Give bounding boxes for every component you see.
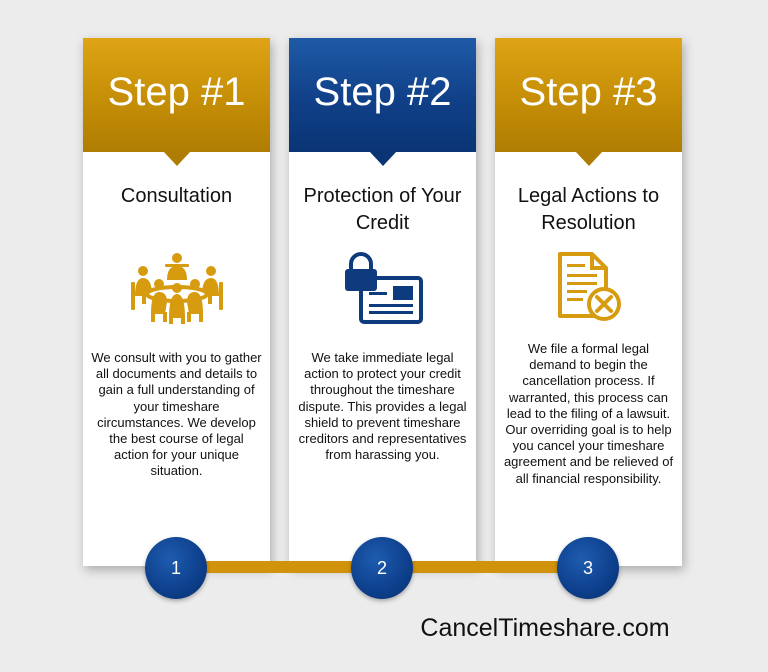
step-title: Step #2 xyxy=(313,70,452,114)
step-subtitle: Legal Actions to Resolution xyxy=(517,185,660,234)
locked-credit-card-icon xyxy=(289,252,476,326)
step-number-badge: 3 xyxy=(557,537,619,599)
step-description: We file a formal legal demand to begin t… xyxy=(503,341,674,486)
step-card-1: Step #1 Consultation xyxy=(83,38,270,566)
step-number-badge: 2 xyxy=(351,537,413,599)
step-subtitle: Protection of Your Credit xyxy=(303,185,462,234)
step-card-2: Step #2 Protection of Your Credit We tak… xyxy=(289,38,476,566)
step-subtitle: Consultation xyxy=(120,185,233,207)
step-header-band: Step #3 xyxy=(495,38,682,166)
meeting-people-icon xyxy=(83,252,270,324)
header-pointer xyxy=(574,151,603,166)
step-title: Step #3 xyxy=(519,70,658,114)
brand-url: CancelTimeshare.com xyxy=(420,614,670,642)
step-title: Step #1 xyxy=(107,70,246,114)
step-number-badge: 1 xyxy=(145,537,207,599)
step-header-band: Step #2 xyxy=(289,38,476,166)
document-cancel-icon xyxy=(495,250,682,324)
step-header-band: Step #1 xyxy=(83,38,270,166)
header-pointer xyxy=(368,151,397,166)
header-pointer xyxy=(162,151,191,166)
step-description: We consult with you to gather all docume… xyxy=(91,350,262,479)
step-card-3: Step #3 Legal Actions to Resolution We f… xyxy=(495,38,682,566)
step-description: We take immediate legal action to protec… xyxy=(298,350,467,463)
